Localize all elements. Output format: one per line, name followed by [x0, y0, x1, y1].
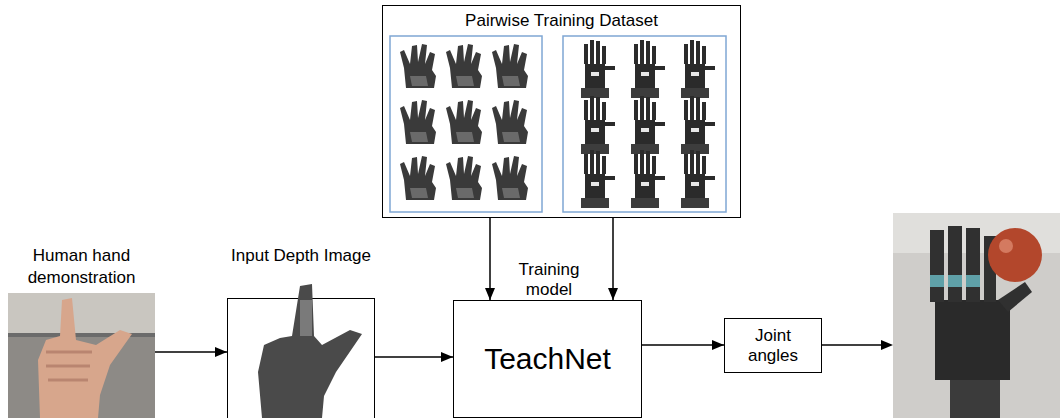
flow-arrow: [612, 218, 614, 300]
photo-node: Human hand demonstration: [8, 245, 155, 418]
robot-hand: [681, 150, 715, 208]
robot-hand: [581, 40, 615, 98]
robot-hand: [581, 150, 615, 208]
output-box: Joint angles: [724, 318, 822, 373]
annotation-label: Training model: [503, 260, 595, 300]
depth-hand: [400, 156, 436, 200]
depth-hand: [492, 156, 528, 200]
node-text: Pairwise Training Dataset: [383, 11, 740, 31]
depth-hand: [446, 100, 482, 144]
depth-hand: [446, 44, 482, 88]
node-text: TeachNet: [478, 342, 617, 376]
depth-hand: [446, 156, 482, 200]
depth-hand: [400, 44, 436, 88]
depth-hand: [400, 100, 436, 144]
flow-arrow: [375, 356, 453, 358]
depth-node: Input Depth Image: [227, 245, 375, 418]
depth-hand: [492, 44, 528, 88]
depth-hand: [492, 100, 528, 144]
arrow-head: [881, 340, 893, 350]
network-box: TeachNet: [453, 300, 642, 418]
robot-hand: [681, 96, 715, 154]
robot-hand: [631, 96, 665, 154]
flow-arrow: [642, 344, 724, 346]
arrow-line: [818, 344, 884, 346]
robot-hand: [581, 96, 615, 154]
robot-hand: [631, 150, 665, 208]
node-text: Joint angles: [725, 324, 821, 368]
dataset-box: Pairwise Training Dataset: [382, 5, 741, 218]
hand-photo: [8, 293, 155, 418]
robot-hand: [681, 40, 715, 98]
robot-panel: [563, 36, 726, 212]
depth-image: [228, 284, 375, 418]
flow-arrow: [489, 218, 491, 300]
node-text: Input Depth Image: [227, 245, 375, 267]
node-text: Human hand demonstration: [8, 245, 155, 289]
robot-photo: [893, 213, 1060, 418]
robot-hand: [631, 40, 665, 98]
flow-arrow: [155, 351, 227, 353]
depth-panel: [390, 36, 542, 212]
